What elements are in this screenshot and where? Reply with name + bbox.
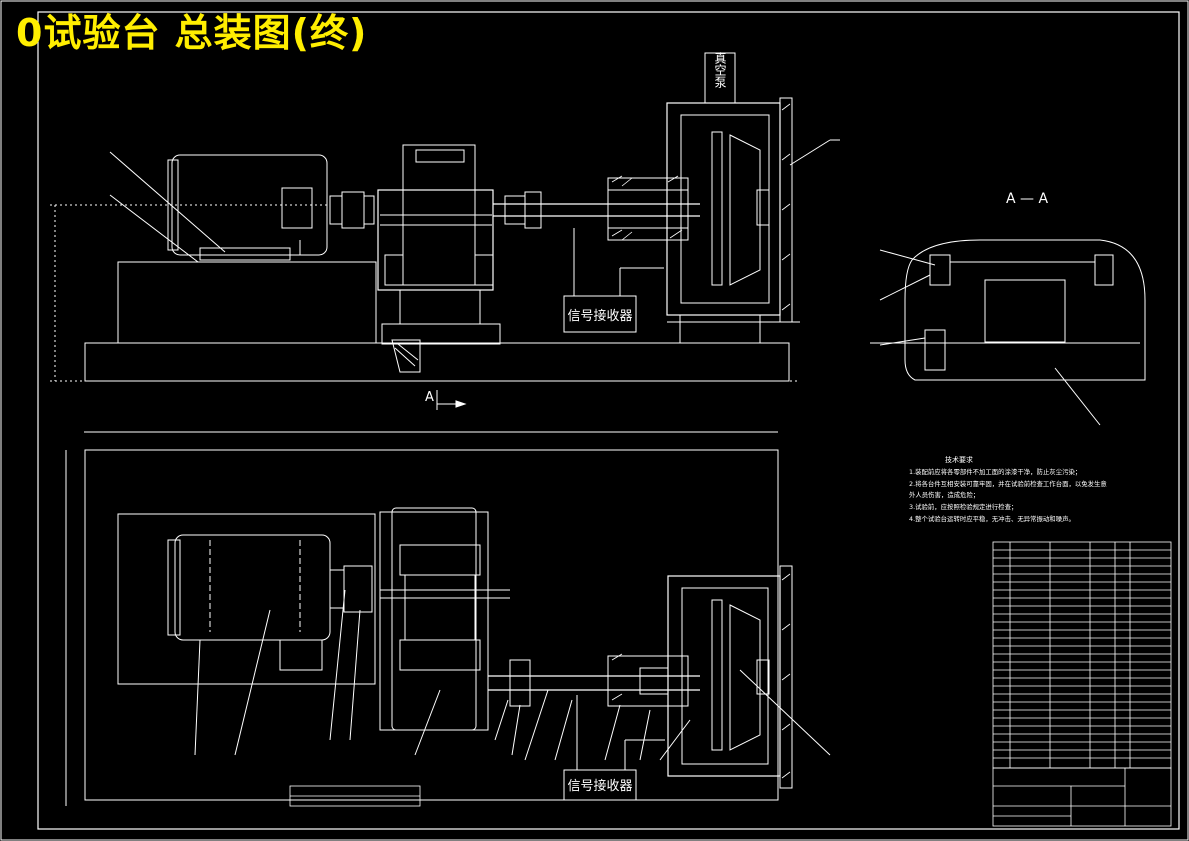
section-a-a-title: A — A xyxy=(1006,191,1048,207)
signal-receiver-label-bottom: 信号接收器 xyxy=(567,778,632,794)
inner-frame xyxy=(37,11,1180,830)
tech-requirements-heading: 技术要求 xyxy=(945,455,973,464)
title-block xyxy=(289,767,1172,827)
front-hatching xyxy=(611,103,791,311)
vacuum-pump-label: 真空泵 xyxy=(713,52,727,88)
drawing-title: 0试验台 总装图(终) xyxy=(16,11,368,55)
signal-receiver-label-top: 信号接收器 xyxy=(567,308,632,324)
top-hatching xyxy=(611,573,791,779)
tech-requirement-item: 4.整个试验台运转时应平稳，无冲击、无异常振动和噪声。 xyxy=(909,514,1075,523)
section-marker-a: A xyxy=(425,390,434,405)
parts-list xyxy=(992,541,1172,769)
section-a-a xyxy=(870,239,1146,426)
top-view xyxy=(65,431,831,806)
front-view xyxy=(50,52,840,410)
tech-requirement-item: 1.装配前应将各零部件不加工面的涂漆干净，防止灰尘污染； xyxy=(909,467,1081,476)
tech-requirement-item: 2.将各台件互相安装可靠牢固，并在试验前检查工作台面，以免发生意 xyxy=(909,479,1107,488)
tech-requirement-item: 外人员伤害，造成危险； xyxy=(909,490,979,499)
tech-requirement-item: 3.试验前，应按照检验规定进行检查； xyxy=(909,502,1017,511)
